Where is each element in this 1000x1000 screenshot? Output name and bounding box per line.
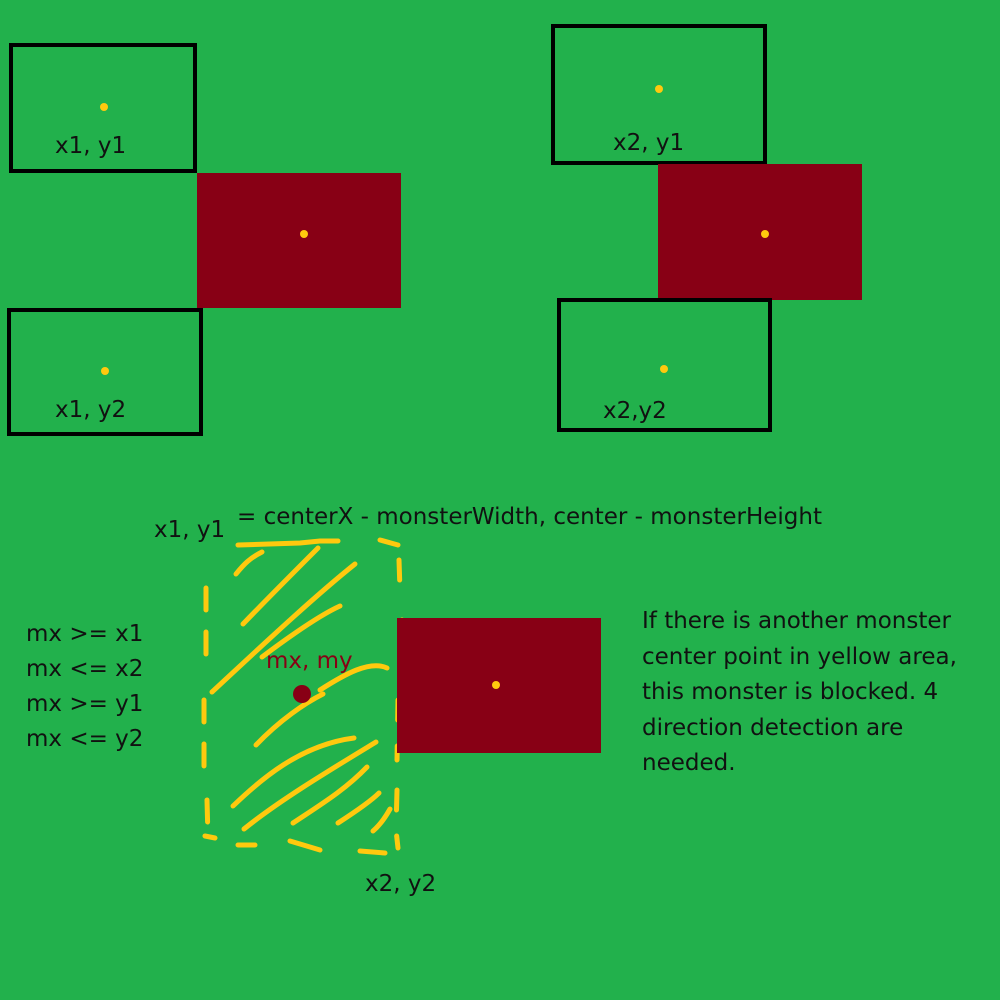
corner-formula: = centerX - monsterWidth, center - monst… [237, 504, 822, 530]
monster-center-point [300, 230, 308, 238]
box-center-point [655, 85, 663, 93]
detection-area-border [235, 537, 401, 548]
hatch-line [240, 545, 321, 627]
condition-line: mx <= x2 [26, 656, 144, 682]
box-label-x2-y2: x2,y2 [603, 398, 667, 424]
condition-line: mx >= x1 [26, 621, 144, 647]
explanation-note: If there is another monster center point… [642, 608, 957, 776]
condition-line: mx >= y1 [26, 691, 144, 717]
corner-label-x1-y1: x1, y1 [154, 517, 226, 543]
corner-label-x2-y2: x2, y2 [365, 871, 437, 897]
detection-box-x1-y1 [9, 43, 197, 173]
box-center-point [101, 367, 109, 375]
detection-box-x1-y2 [7, 308, 203, 436]
box-label-x1-y2: x1, y2 [55, 397, 127, 423]
other-monster-center-point [293, 685, 311, 703]
monster-center-point [761, 230, 769, 238]
hatch-line [230, 735, 357, 809]
monster-right [658, 164, 862, 300]
monster-left [197, 173, 401, 308]
hatch-line [233, 549, 265, 577]
hatch-line [241, 739, 379, 832]
condition-line: mx <= y2 [26, 726, 144, 752]
hatch-line [370, 806, 393, 834]
hatch-line [335, 790, 382, 826]
detection-box-x2-y1 [551, 24, 767, 165]
hatch-line [253, 691, 326, 748]
box-center-point [660, 365, 668, 373]
other-monster-point-label: mx, my [266, 648, 353, 674]
detection-area-border [201, 585, 211, 841]
detection-box-x2-y2 [557, 298, 772, 432]
box-label-x1-y1: x1, y1 [55, 133, 127, 159]
condition-list: mx >= x1 mx <= x2 mx >= y1 mx <= y2 [26, 617, 143, 757]
box-label-x2-y1: x2, y1 [613, 130, 685, 156]
hatch-line [209, 561, 358, 695]
monster-center-point [492, 681, 500, 689]
hatch-line [290, 764, 370, 826]
hatch-line [259, 603, 343, 660]
hatch-line [317, 663, 390, 693]
detection-area-border [202, 833, 388, 856]
box-center-point [100, 103, 108, 111]
